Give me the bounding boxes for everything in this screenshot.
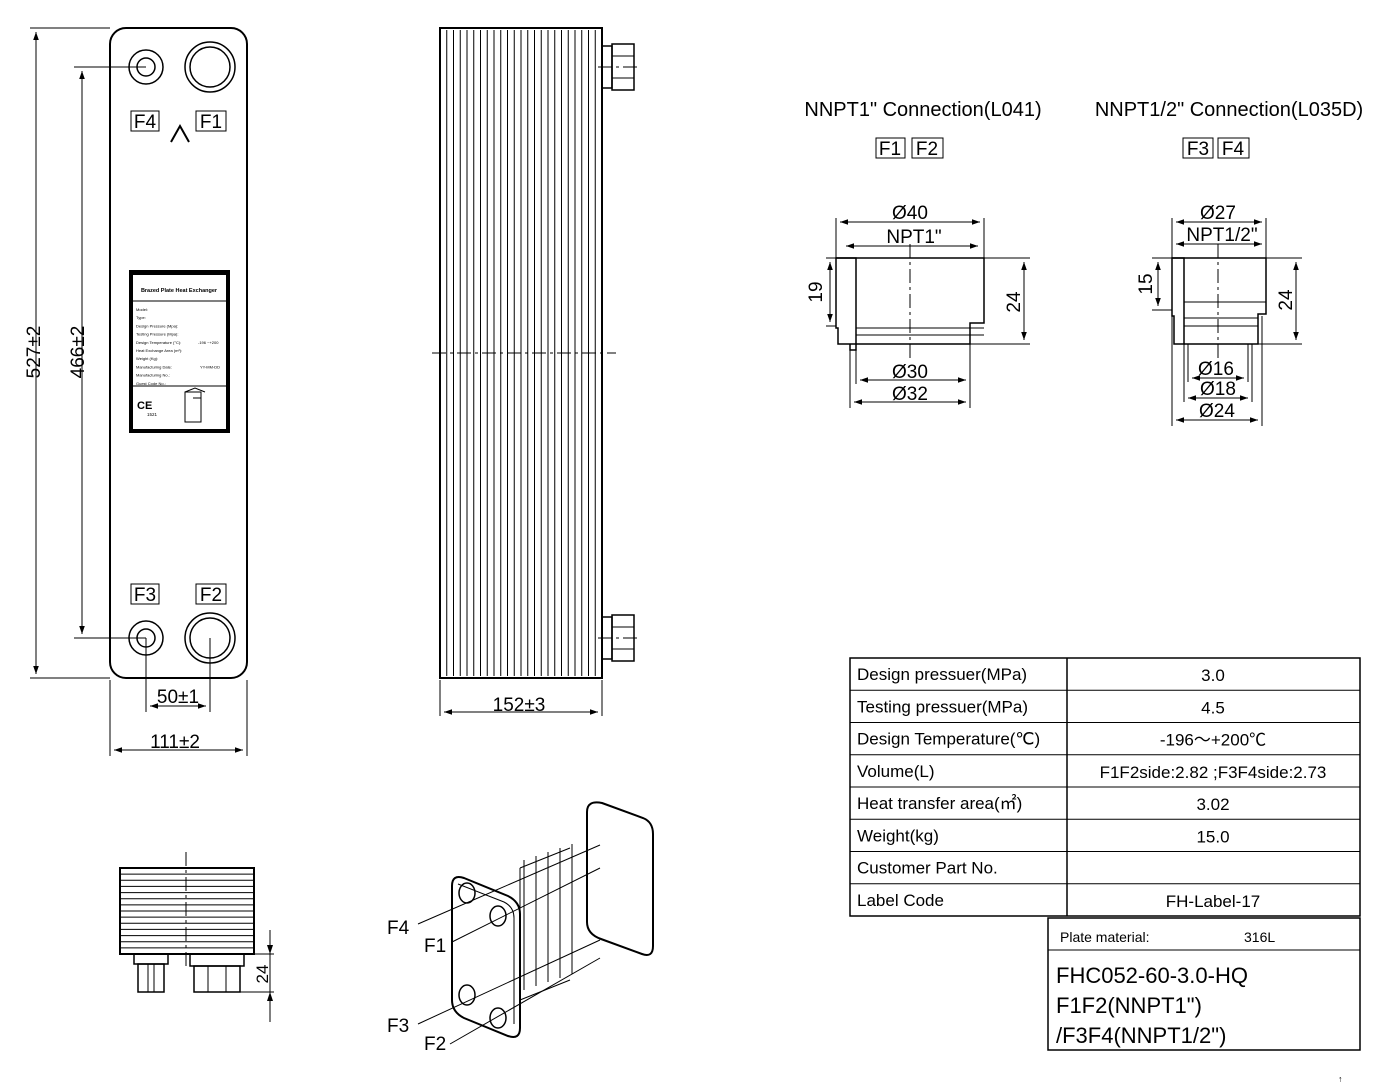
nameplate-row: Model: [136, 307, 148, 312]
connection-npt1-detail: NNPT1" Connection(L041) F1 F2 Ø40 NPT1" … [804, 99, 1042, 408]
nameplate-row: Design Temperature (°C): [136, 340, 181, 345]
nameplate-row: Testing Pressure (Mpa): [136, 332, 178, 337]
iso-label-f2: F2 [424, 1034, 446, 1055]
dim-depth: 152±3 [493, 695, 546, 716]
dim-overall-width: 111±2 [150, 732, 200, 753]
connection-2-dia-18: Ø18 [1200, 379, 1236, 400]
connection-2-title: NNPT1/2" Connection(L035D) [1095, 99, 1363, 121]
spec-row-value: 4.5 [1201, 698, 1225, 717]
nameplate-row: Manufacturing Date: [136, 364, 172, 369]
connection-1-total-length: 24 [1004, 291, 1025, 313]
label-f2: F2 [200, 585, 222, 606]
dim-overall-height: 527±2 [24, 326, 45, 379]
title-block: Plate material: 316L FHC052-60-3.0-HQ F1… [1047, 917, 1361, 1051]
exploded-iso-view: F4 F1 F3 F2 [387, 801, 654, 1055]
flow-direction-arrow [170, 123, 190, 143]
connection-2-thread: NPT1/2" [1186, 225, 1257, 246]
spec-row-value: -196～+200℃ [1160, 731, 1266, 750]
nameplate-row: Guest Code No.: [136, 381, 166, 386]
port-f1-circle [184, 41, 236, 93]
iso-label-f1: F1 [424, 936, 446, 957]
iso-label-f3: F3 [387, 1016, 409, 1037]
connection-1-port-f1: F1 [879, 139, 901, 160]
nameplate-date-value: YY-MM-DD [200, 364, 220, 369]
nameplate-row: Weight (Kg): [136, 356, 158, 361]
connection-2-port-f4: F4 [1222, 139, 1245, 160]
connection-2-dia-24: Ø24 [1199, 401, 1235, 422]
spec-row-value: 3.02 [1196, 795, 1229, 814]
label-f4: F4 [134, 112, 157, 133]
ce-mark: CE [137, 400, 152, 412]
spec-row-label: Customer Part No. [857, 859, 998, 878]
nameplate-row: Type: [136, 315, 146, 320]
spec-row-label: Testing pressuer(MPa) [857, 697, 1028, 716]
connection-1-thread-length: 19 [806, 281, 827, 302]
corner-mark: ↑ [1338, 1074, 1343, 1082]
nameplate-temp-value: -196 ~+200 [198, 340, 219, 345]
model-line-1: FHC052-60-3.0-HQ [1056, 963, 1248, 988]
connection-npt-half-detail: NNPT1/2" Connection(L035D) F3 F4 Ø27 NPT… [1095, 99, 1363, 426]
iso-front-plate [451, 876, 521, 1038]
connection-2-outer-dia: Ø27 [1200, 203, 1236, 224]
connection-2-total-length: 24 [1276, 289, 1297, 311]
connection-1-outer-dia: Ø40 [892, 203, 928, 224]
material-value: 316L [1244, 929, 1275, 945]
spec-row-label: Design Temperature(℃) [857, 730, 1040, 749]
spec-row-label: Volume(L) [857, 762, 934, 781]
ce-number: 1521 [147, 412, 158, 417]
connection-2-port-f3: F3 [1187, 139, 1209, 160]
connection-1-port-f2: F2 [916, 139, 938, 160]
dim-port-height: 466±2 [68, 326, 89, 379]
side-view: 152±3 [432, 27, 640, 716]
connection-1-base-dia: Ø32 [892, 384, 928, 405]
nameplate-row: Design Pressure (Mpa): [136, 323, 178, 328]
connection-1-title: NNPT1" Connection(L041) [804, 99, 1041, 121]
spec-row-value: 15.0 [1196, 827, 1229, 846]
material-label: Plate material: [1060, 929, 1149, 945]
connection-2-thread-length: 15 [1136, 273, 1157, 294]
front-plate-outline [109, 27, 248, 679]
nameplate: Brazed Plate Heat Exchanger Model: Type: D… [129, 270, 230, 433]
spec-row-label: Heat transfer area(㎡) [857, 794, 1022, 813]
front-view: F4 F1 F3 F2 Brazed Plate Heat Exchanger … [24, 27, 248, 756]
connection-2-dia-16: Ø16 [1198, 359, 1234, 380]
label-f3: F3 [134, 585, 156, 606]
dim-port-width: 50±1 [157, 687, 199, 708]
nameplate-row: Heat Exchange Area (m²): [136, 348, 182, 353]
spec-row-label: Label Code [857, 891, 944, 910]
nameplate-row: Manufacturing No.: [136, 373, 170, 378]
spec-row-label: Design pressuer(MPa) [857, 665, 1027, 684]
nameplate-title: Brazed Plate Heat Exchanger [141, 288, 218, 294]
dim-nozzle-length: 24 [253, 965, 272, 984]
model-line-3: /F3F4(NNPT1/2") [1056, 1023, 1226, 1048]
bottom-view: 24 [119, 852, 274, 1022]
connection-1-inner-dia: Ø30 [892, 362, 928, 383]
spec-row-label: Weight(kg) [857, 826, 939, 845]
spec-row-value: F1F2side:2.82 ;F3F4side:2.73 [1100, 763, 1327, 782]
connection-1-thread: NPT1" [886, 227, 941, 248]
spec-row-value: FH-Label-17 [1166, 892, 1261, 911]
iso-label-f4: F4 [387, 918, 410, 939]
label-f1: F1 [200, 112, 222, 133]
model-line-2: F1F2(NNPT1") [1056, 993, 1202, 1018]
iso-back-plate [586, 801, 654, 956]
spec-row-value: 3.0 [1201, 666, 1225, 685]
